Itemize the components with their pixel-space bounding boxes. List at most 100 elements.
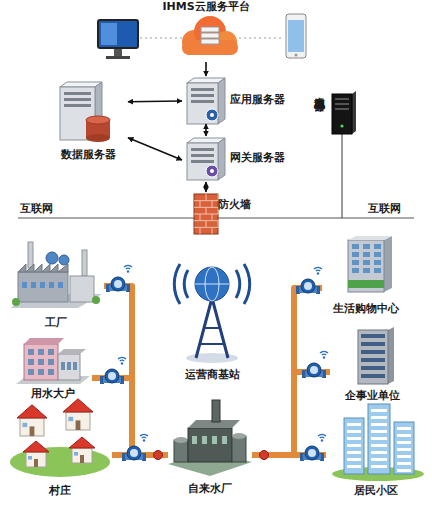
dotted-link xyxy=(140,37,182,38)
water-meter xyxy=(100,369,124,384)
node-label: 工厂 xyxy=(8,316,104,329)
factory-window xyxy=(31,282,36,288)
tower-bar xyxy=(204,327,220,329)
building-front xyxy=(358,330,388,384)
icon-group xyxy=(194,194,218,234)
server-slot xyxy=(191,148,214,151)
globe-equator xyxy=(195,284,229,285)
plant-tank-top xyxy=(232,433,246,439)
factory: 工厂 xyxy=(8,236,104,334)
building-window xyxy=(48,369,54,375)
plant-window xyxy=(202,436,207,444)
icon-group xyxy=(10,242,102,308)
tower-stripe xyxy=(371,437,387,440)
building-front xyxy=(348,240,384,292)
network-arrow xyxy=(205,62,207,76)
building-window-row xyxy=(361,358,385,362)
network-arrow xyxy=(205,124,207,136)
icon-group xyxy=(332,404,424,481)
icon-group xyxy=(60,82,110,142)
brick-line xyxy=(212,227,213,234)
server-slot xyxy=(191,88,214,91)
building-window xyxy=(61,362,65,370)
local-server: 本地服务器 xyxy=(308,88,360,154)
factory-roof xyxy=(18,264,68,272)
phone-button xyxy=(295,54,298,57)
water-pipe xyxy=(252,452,326,458)
icon-group xyxy=(348,236,392,292)
cloud-server-unit xyxy=(201,33,219,38)
node-label: 居民小区 xyxy=(326,484,426,497)
tower-stripe xyxy=(371,416,387,419)
building-window xyxy=(363,268,370,273)
building-window xyxy=(73,362,77,370)
tower-stripe xyxy=(397,434,411,437)
tower-stripe xyxy=(371,451,387,454)
tower-side xyxy=(352,91,356,134)
water-meter xyxy=(300,446,324,461)
tower-stripe xyxy=(347,458,361,461)
phone-screen xyxy=(288,20,304,52)
signal-arc xyxy=(236,270,240,298)
brick-line xyxy=(200,227,201,234)
factory-window xyxy=(22,282,27,288)
plant-chimney xyxy=(212,400,220,422)
local-link-line xyxy=(341,134,342,218)
factory-chimney xyxy=(28,242,33,268)
icon-group xyxy=(358,327,394,384)
building-roof xyxy=(58,349,86,354)
cloud-server-unit xyxy=(201,27,219,32)
tree xyxy=(12,298,20,306)
plant-window xyxy=(212,436,217,444)
data-server: 数据服务器 xyxy=(48,82,128,164)
tower-block xyxy=(394,422,414,474)
tower-front xyxy=(332,94,352,134)
house-window xyxy=(22,423,27,427)
building-window-row xyxy=(361,334,385,338)
brick-line xyxy=(212,214,213,221)
water-pipe xyxy=(112,452,168,458)
icon-group xyxy=(168,400,252,476)
building-banner xyxy=(348,280,384,288)
building-window-row xyxy=(361,342,385,346)
tower-stripe xyxy=(397,462,411,465)
water-plant: 自来水厂 xyxy=(168,396,252,500)
server-slot xyxy=(191,100,214,103)
valve-wheel xyxy=(260,451,269,460)
dotted-link xyxy=(234,37,284,38)
network-label: 互联网 xyxy=(20,202,80,215)
plant-tank xyxy=(232,436,246,462)
wifi-signal xyxy=(320,351,328,358)
server-slot xyxy=(64,104,91,107)
valve-wheel xyxy=(154,451,163,460)
house-wall xyxy=(20,418,44,436)
cloud-server-unit xyxy=(201,39,219,44)
water-pipe xyxy=(92,378,168,455)
tower-bar xyxy=(200,343,224,345)
building-block xyxy=(24,344,58,380)
tower-stripe xyxy=(397,441,411,444)
wifi-signal xyxy=(118,357,126,364)
computer-stand xyxy=(114,49,122,56)
building-side xyxy=(388,327,394,384)
node-label: 本地服务器 xyxy=(310,88,326,154)
brick-line xyxy=(206,221,207,228)
tower-stripe xyxy=(371,458,387,461)
building-roof xyxy=(24,338,64,344)
building-window xyxy=(374,252,381,257)
tower-stripe xyxy=(347,430,361,433)
brick-line xyxy=(212,201,213,208)
tower-stripe xyxy=(347,437,361,440)
icon-group xyxy=(187,78,225,124)
server-front xyxy=(187,83,218,124)
tower-stripe xyxy=(371,409,387,412)
building-window xyxy=(38,349,44,355)
house-roof xyxy=(63,399,93,412)
building-window-row xyxy=(361,350,385,354)
plant-body xyxy=(188,428,232,462)
building-window xyxy=(374,268,381,273)
building-window xyxy=(352,268,359,273)
wifi-signal xyxy=(124,265,132,272)
brick-line xyxy=(206,194,207,201)
water-meter xyxy=(296,279,320,294)
